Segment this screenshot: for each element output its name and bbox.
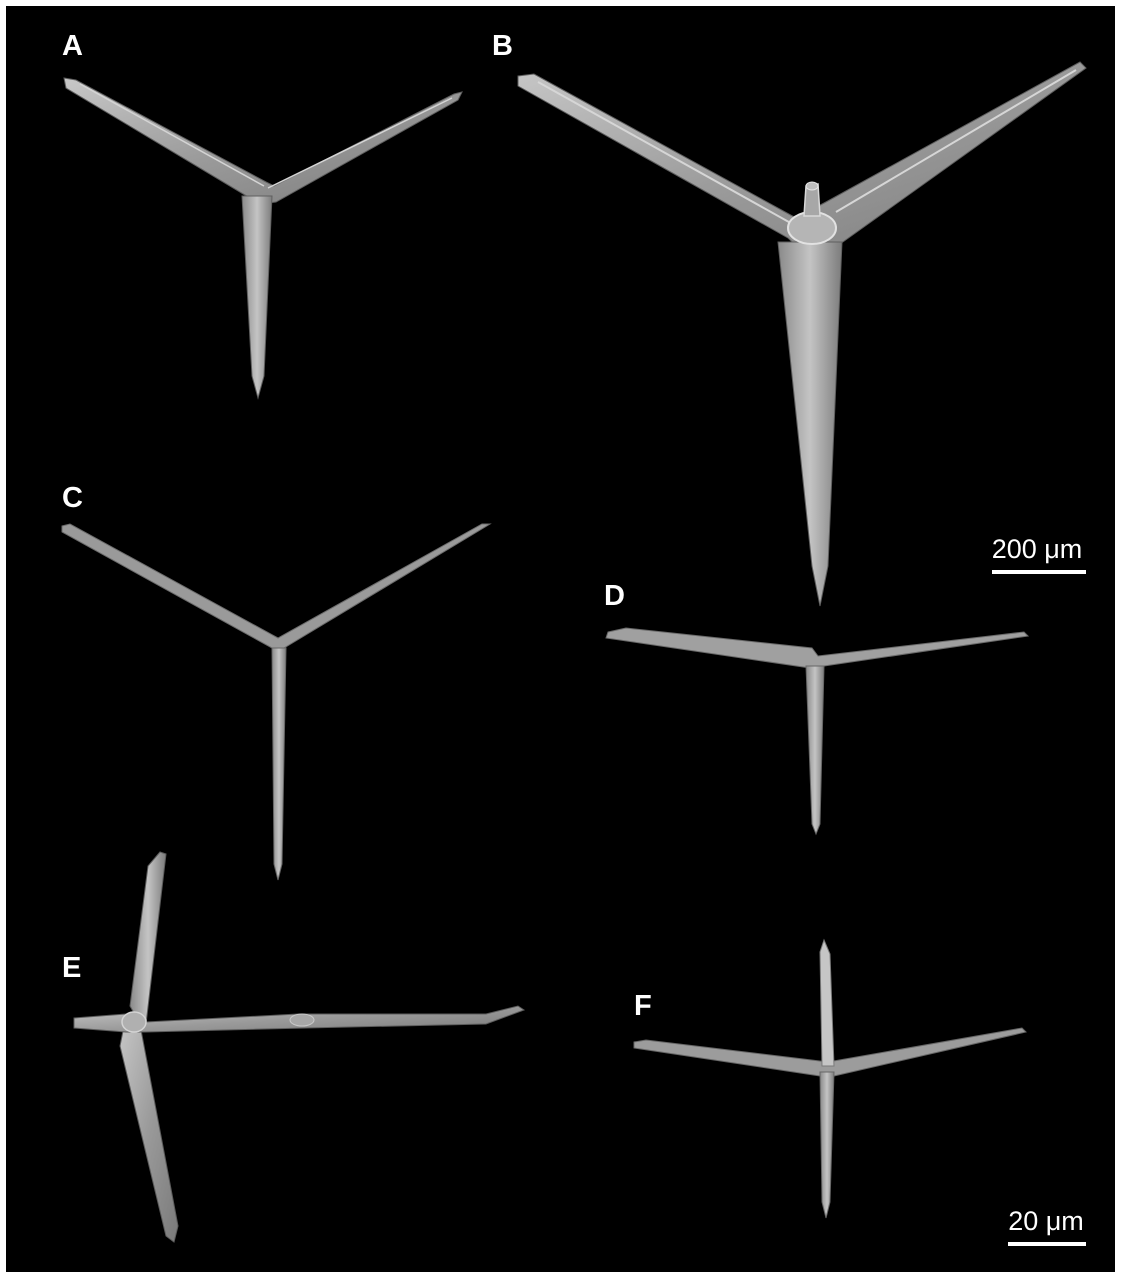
scale-label-top: 200 μm — [991, 534, 1083, 564]
panel-label-a: A — [62, 30, 83, 62]
scale-label-bottom: 20 μm — [1008, 1206, 1084, 1236]
spicule-e — [73, 851, 526, 1243]
spicule-a — [63, 77, 463, 400]
scale-bar-top — [992, 570, 1086, 574]
panel-label-c: C — [62, 482, 83, 514]
spicule-c — [61, 523, 492, 881]
spicule-b-knob — [787, 211, 837, 245]
spicule-d — [605, 627, 1030, 836]
spicule-f — [633, 938, 1027, 1219]
sem-figure: A B C D E F 200 μm 20 μm — [6, 6, 1115, 1272]
panel-label-e: E — [62, 952, 82, 984]
panel-label-d: D — [604, 580, 625, 612]
scale-bar-bottom — [1008, 1242, 1086, 1246]
spicule-images — [61, 61, 1087, 1243]
panel-label-b: B — [492, 30, 513, 62]
panel-label-f: F — [634, 990, 652, 1022]
spicule-b — [517, 61, 1087, 607]
